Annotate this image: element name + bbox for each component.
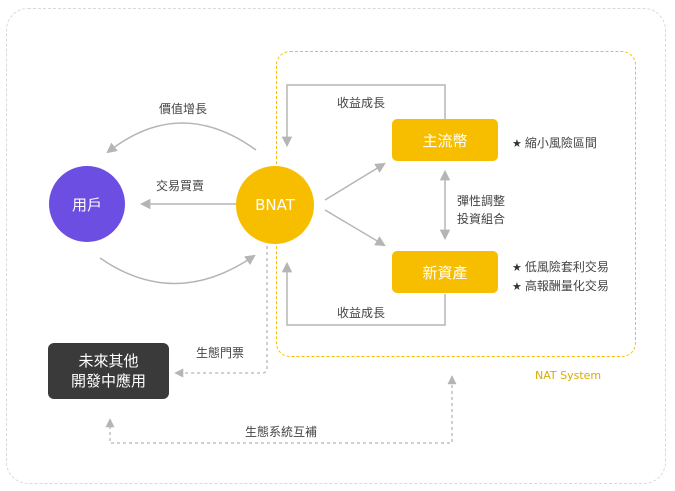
outer-frame (6, 8, 666, 484)
main-coin-note-text: 縮小風險區間 (524, 136, 597, 150)
revenue-top-label: 收益成長 (337, 96, 386, 110)
star-icon: ★ (512, 261, 522, 274)
main-coin-node: 主流幣 (392, 119, 498, 161)
new-asset-note-2: ★高報酬量化交易 (512, 277, 609, 294)
main-coin-label: 主流幣 (422, 131, 468, 150)
bnat-to-main-coin-arrow (324, 162, 386, 201)
new-asset-note-text-2: 高報酬量化交易 (524, 279, 609, 293)
value-growth-arrow (106, 122, 257, 154)
new-asset-node: 新資產 (392, 251, 498, 293)
nat-system-label: NAT System (535, 369, 602, 382)
future-app-label-line1: 未來其他 (78, 352, 139, 370)
future-app-label-line2: 開發中應用 (70, 372, 146, 390)
user-node-label: 用戶 (71, 195, 102, 214)
trade-label: 交易買賣 (156, 179, 205, 193)
user-to-bnat-arrow (99, 254, 256, 285)
bnat-node: BNAT (236, 166, 314, 244)
new-asset-note-text-1: 低風險套利交易 (524, 260, 609, 274)
revenue-top-arrow (281, 84, 446, 148)
revenue-bottom-arrow (281, 261, 446, 326)
eco-ticket-arrow (174, 246, 268, 378)
user-node: 用戶 (49, 166, 125, 242)
eco-ticket-label: 生態門票 (196, 346, 245, 360)
rebalance-label-line1: 彈性調整 (457, 194, 506, 208)
revenue-bottom-label: 收益成長 (337, 306, 386, 320)
bnat-node-label: BNAT (255, 196, 295, 214)
rebalance-label-line2: 投資組合 (457, 212, 506, 226)
value-growth-label: 價值增長 (159, 102, 208, 116)
new-asset-label: 新資產 (422, 263, 468, 282)
bnat-to-new-asset-arrow (324, 209, 386, 247)
new-asset-note-1: ★低風險套利交易 (512, 258, 609, 275)
future-app-node: 未來其他 開發中應用 (48, 343, 169, 399)
star-icon: ★ (512, 137, 522, 150)
eco-complement-arrow (105, 375, 457, 444)
eco-complement-label: 生態系統互補 (245, 425, 318, 439)
main-coin-note: ★縮小風險區間 (512, 134, 597, 151)
star-icon: ★ (512, 280, 522, 293)
